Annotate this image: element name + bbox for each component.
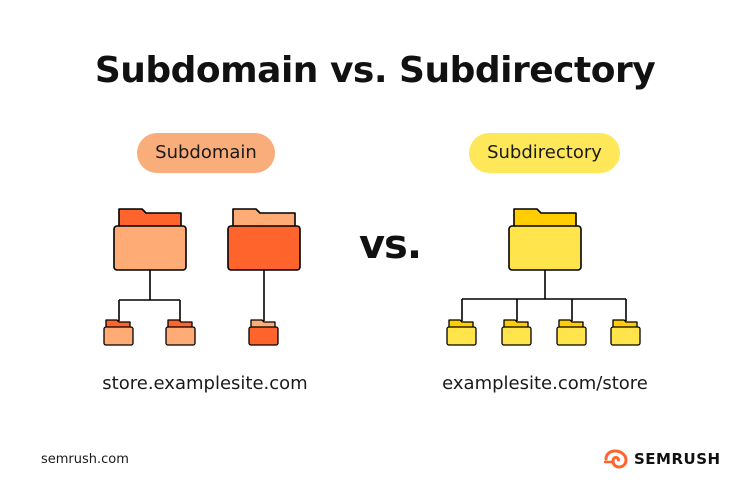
subdomain-label: Subdomain <box>137 133 275 173</box>
subdomain-url: store.examplesite.com <box>102 373 308 394</box>
vs-label: vs. <box>358 222 422 268</box>
small-folder-icon <box>556 319 587 346</box>
small-folder-icon <box>501 319 532 346</box>
subdirectory-url: examplesite.com/store <box>442 373 648 394</box>
subdomain-tree-2 <box>227 208 301 346</box>
brand-logo: SEMRUSH <box>604 447 721 471</box>
subdirectory-tree <box>446 208 641 346</box>
subdomain-tree-1 <box>103 208 196 346</box>
small-folder-icon <box>610 319 641 346</box>
large-folder-icon <box>508 208 582 271</box>
footer-site-text: semrush.com <box>41 452 129 467</box>
page-title: Subdomain vs. Subdirectory <box>94 50 656 91</box>
large-folder-icon <box>227 208 301 271</box>
subdirectory-label: Subdirectory <box>469 133 620 173</box>
small-folder-icon <box>248 319 279 346</box>
small-folder-icon <box>103 319 134 346</box>
small-folder-icon <box>165 319 196 346</box>
semrush-flame-icon <box>604 449 628 469</box>
small-folder-icon <box>446 319 477 346</box>
brand-name: SEMRUSH <box>634 450 721 468</box>
large-folder-icon <box>113 208 187 271</box>
